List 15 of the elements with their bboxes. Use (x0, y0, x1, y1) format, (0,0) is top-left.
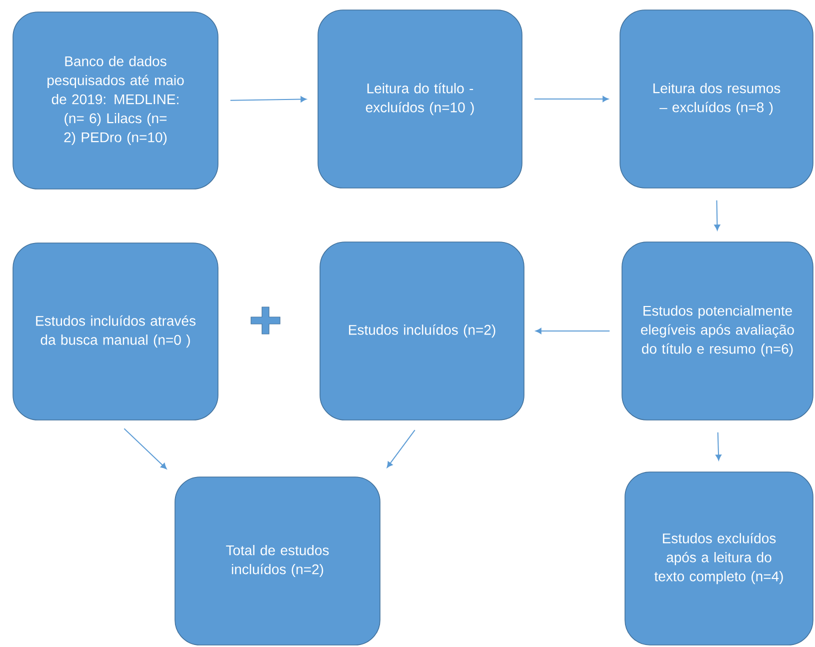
arrow (230, 96, 307, 102)
arrow (716, 432, 722, 461)
process-box: Estudos incluídos (n=2) (320, 242, 524, 420)
process-box: Banco de dados pesquisados até maio de 2019: MEDLINE: (n= 6) Lilacs (n= 2) PEDro (n=10) (12, 12, 218, 190)
process-box: Estudos incluídos através da busca manual (n=0 ) (12, 242, 218, 420)
process-box: Leitura dos resumos – excluídos (n=8 ) (620, 10, 814, 188)
process-box: Estudos potencialmente elegíveis após avaliação do título e resumo (n=6) (622, 242, 814, 420)
arrow (535, 328, 610, 334)
process-box: Total de estudos incluídos (n=2) (174, 476, 380, 646)
arrow (386, 430, 416, 468)
arrow (714, 200, 720, 231)
arrow (534, 96, 609, 102)
arrow (124, 428, 167, 470)
process-box: Estudos excluídos após a leitura do texto completo (n=4) (624, 472, 814, 646)
process-box: Leitura do título - excluídos (n=10 ) (318, 10, 522, 188)
